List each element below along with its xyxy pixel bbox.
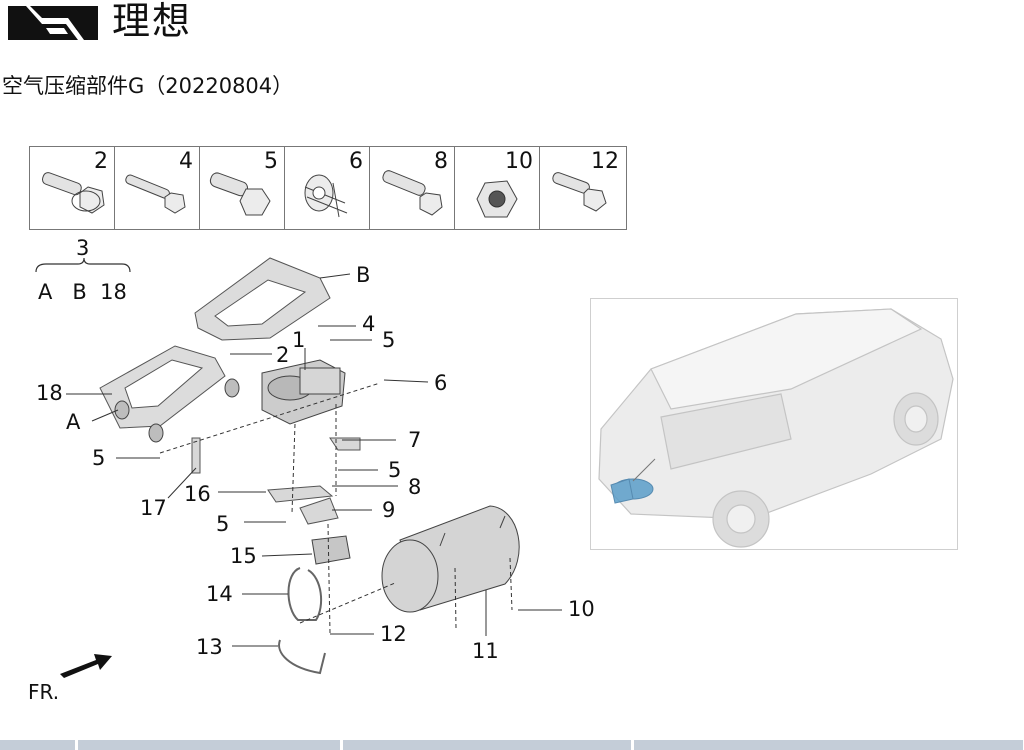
frame-bracket-b (194, 257, 331, 341)
callout-6: 6 (434, 371, 448, 395)
li-auto-logo-icon (8, 6, 98, 40)
callout-4: 4 (362, 312, 376, 336)
callout-11: 11 (472, 639, 499, 663)
part-cell[interactable]: 8 (370, 147, 455, 229)
air-tank (381, 505, 520, 613)
flange-bolt-icon (41, 172, 105, 214)
part-cell[interactable]: 5 (200, 147, 285, 229)
part-cell[interactable]: 12 (540, 147, 625, 229)
callout-5: 5 (92, 446, 106, 470)
callout-16: 16 (184, 482, 211, 506)
callout-b: B (356, 263, 371, 287)
part-cell[interactable]: 2 (30, 147, 115, 229)
highlighted-part (610, 478, 654, 504)
compressor (261, 359, 346, 425)
diagram-lines (35, 257, 562, 675)
callout-18: 18 (36, 381, 63, 405)
part-number: 8 (434, 149, 448, 174)
part-number: 2 (94, 149, 108, 174)
front-direction-label: FR. (28, 680, 60, 704)
nut-icon (476, 180, 518, 218)
callout-14: 14 (206, 582, 233, 606)
part-number: 5 (264, 149, 278, 174)
bolt-icon (552, 172, 607, 212)
callout-2: 2 (276, 343, 290, 367)
part-cell[interactable]: 10 (455, 147, 540, 229)
callout-1: 1 (292, 328, 306, 352)
brand-name: 理想 (112, 0, 193, 43)
parts-strip: 2 4 5 6 8 10 (29, 146, 627, 230)
bottom-tab-bar (0, 740, 1024, 750)
callout-5: 5 (382, 328, 396, 352)
flange-bolt-long-icon (382, 170, 443, 216)
frame-bracket-a (99, 345, 226, 429)
exploded-diagram: 3 A B 18 B 1 2 4 5 6 18 A 5 7 5 8 16 17 … (0, 228, 620, 698)
vehicle-location-panel (590, 298, 958, 550)
callout-9: 9 (382, 498, 396, 522)
callout-17: 17 (140, 496, 167, 520)
callout-8: 8 (408, 475, 422, 499)
callout-5: 5 (216, 512, 230, 536)
long-bolt-icon (125, 174, 186, 214)
group-number: 3 (76, 236, 90, 260)
part-cell[interactable]: 6 (285, 147, 370, 229)
callout-15: 15 (230, 544, 257, 568)
document-title: 空气压缩部件G（20220804） (2, 74, 294, 98)
callout-12: 12 (380, 622, 407, 646)
part-cell[interactable]: 4 (115, 147, 200, 229)
front-direction-arrow-icon (60, 654, 112, 678)
group-items: A B 18 (38, 280, 127, 304)
callout-13: 13 (196, 635, 223, 659)
callout-a: A (66, 410, 81, 434)
hex-bolt-icon (209, 172, 271, 216)
callout-5: 5 (388, 458, 402, 482)
part-number: 12 (591, 149, 619, 174)
part-number: 10 (505, 149, 533, 174)
clip-icon (304, 174, 348, 218)
vehicle-icon (598, 308, 954, 548)
part-number: 4 (179, 149, 193, 174)
callout-10: 10 (568, 597, 595, 621)
callout-7: 7 (408, 428, 422, 452)
part-number: 6 (349, 149, 363, 174)
